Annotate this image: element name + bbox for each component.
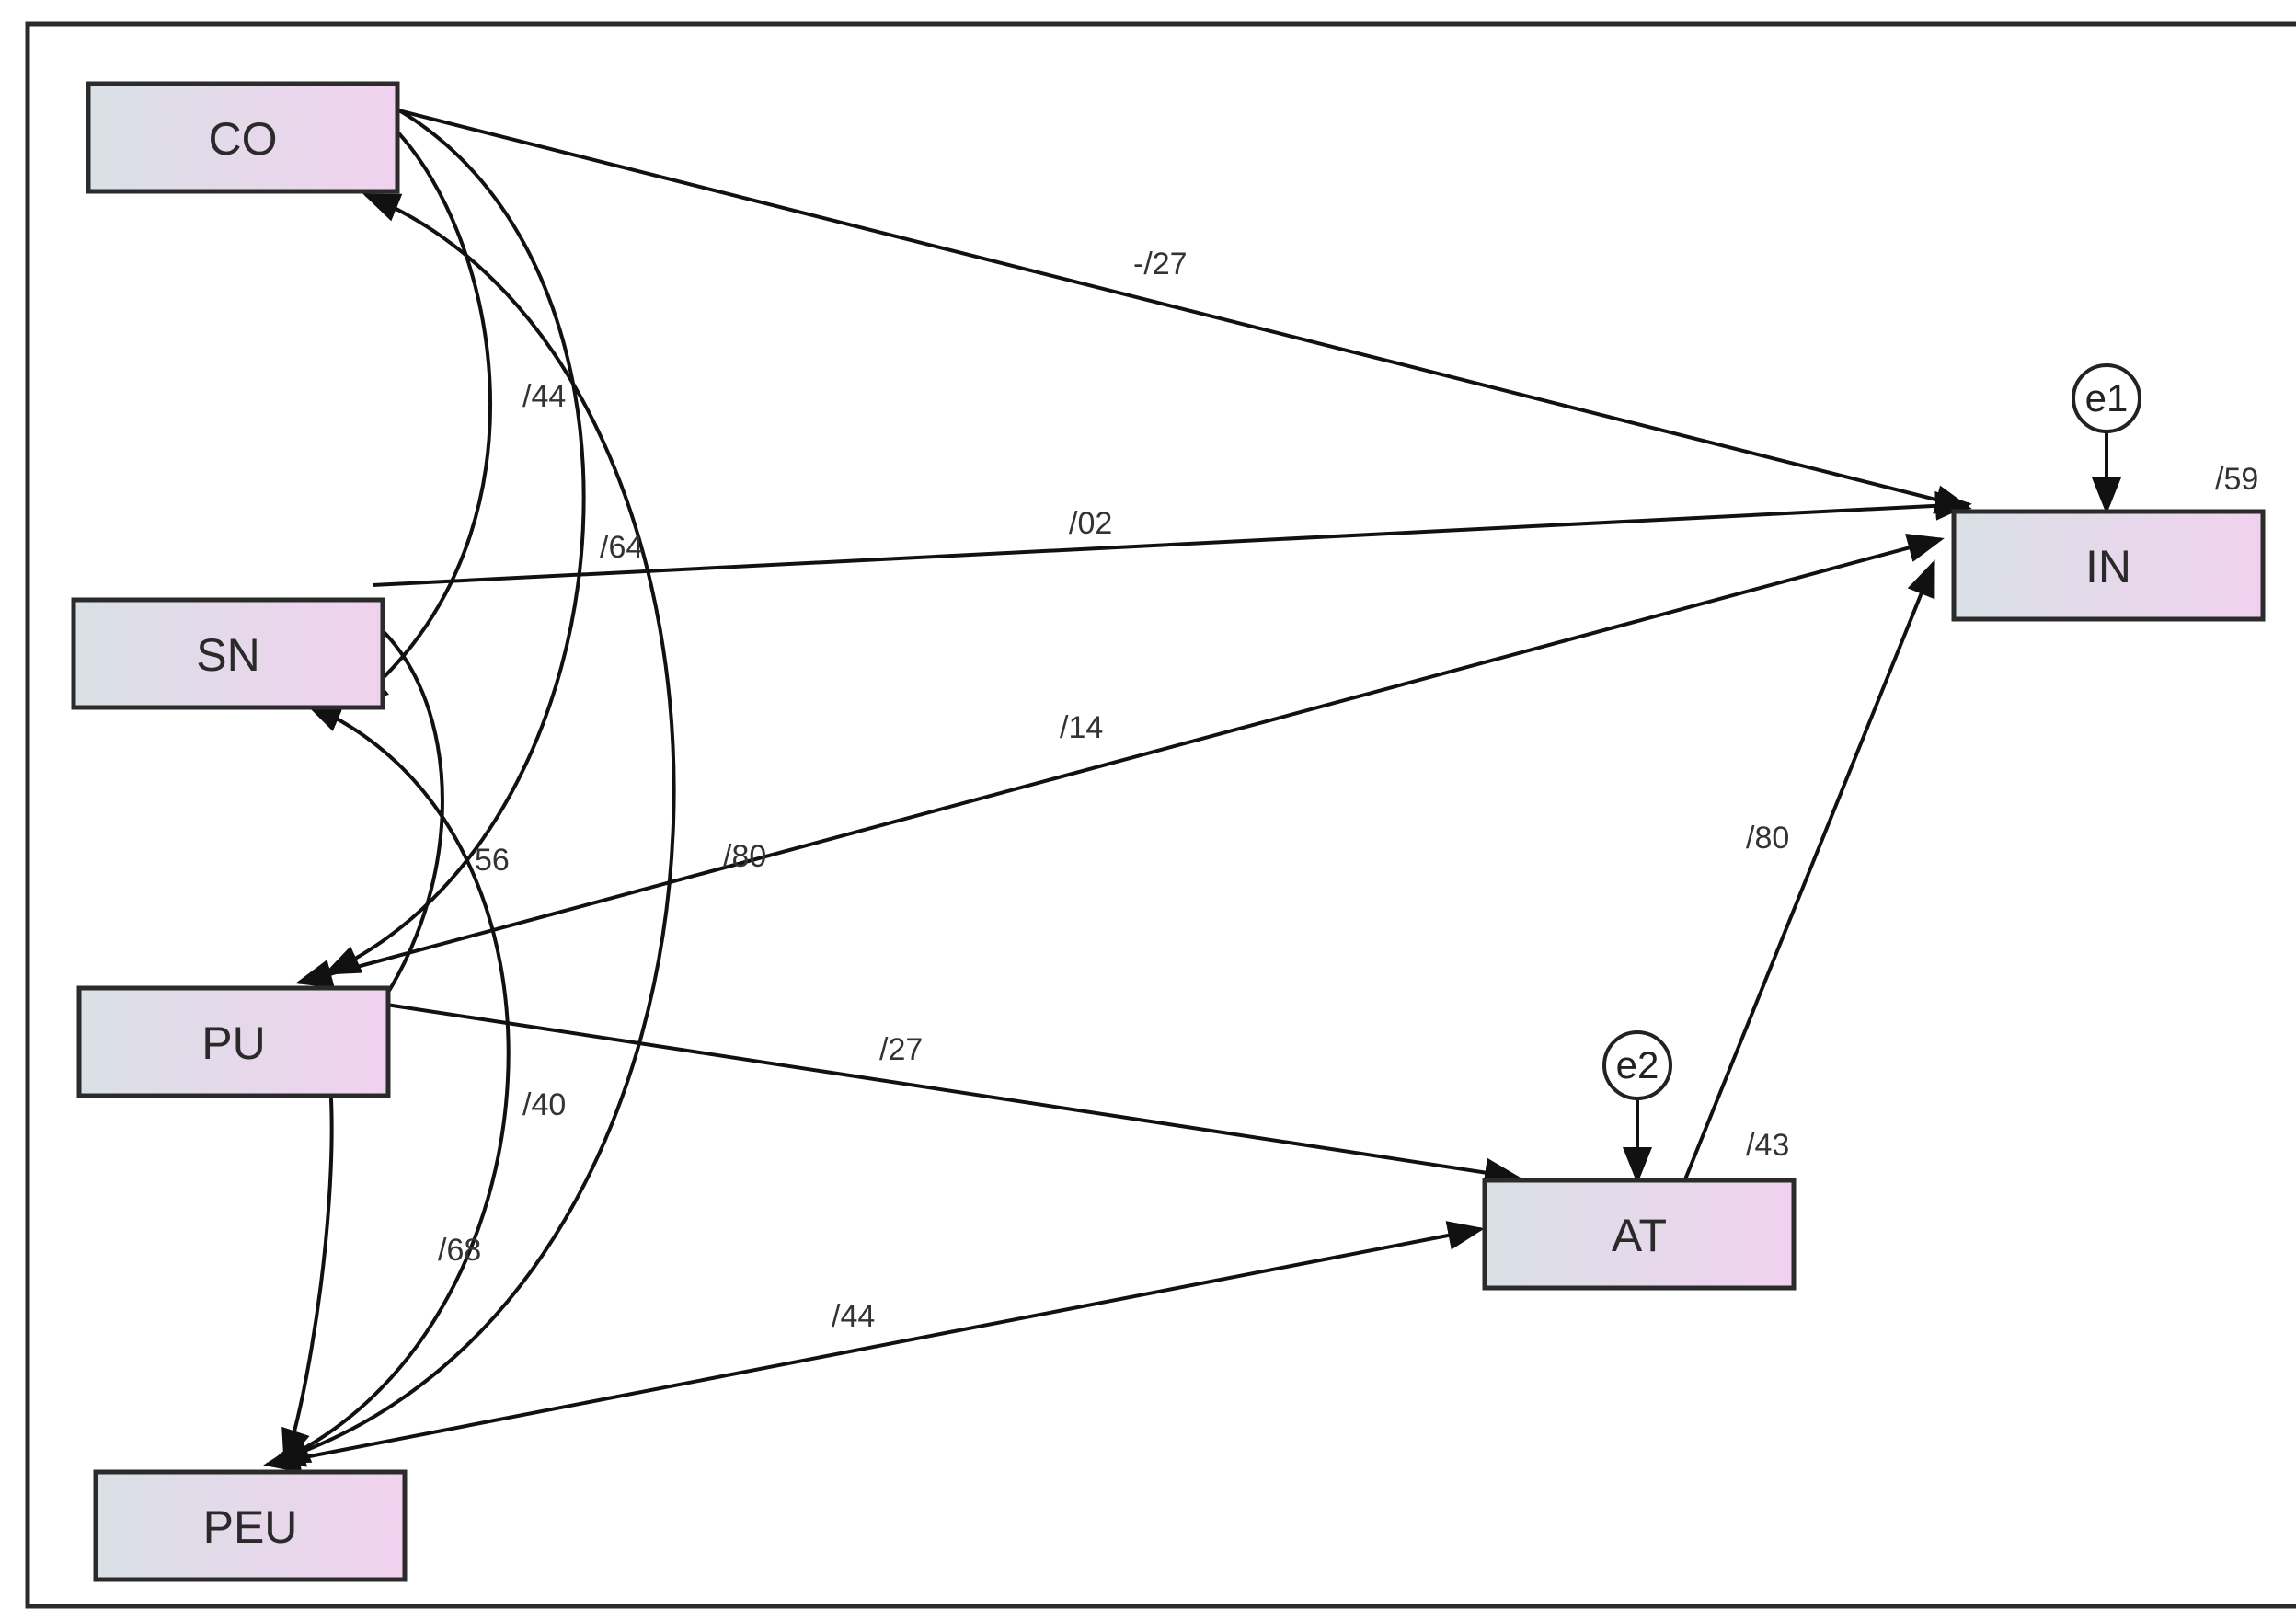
node-co: CO bbox=[86, 81, 400, 194]
label-at-in: /80 bbox=[1746, 821, 1789, 856]
label-sn-in: /02 bbox=[1069, 506, 1112, 541]
label-pu-peu: /68 bbox=[438, 1233, 481, 1268]
node-in: IN bbox=[1951, 509, 2266, 622]
path-co-in bbox=[390, 107, 1972, 514]
node-co-label: CO bbox=[209, 113, 278, 165]
label-co-in: -/27 bbox=[1133, 247, 1188, 282]
label-pu-in: /14 bbox=[1060, 710, 1103, 745]
label-peu-at: /44 bbox=[832, 1299, 875, 1334]
path-at-in bbox=[1683, 559, 1935, 1180]
node-peu: PEU bbox=[93, 1469, 408, 1582]
r2-in: /59 bbox=[2215, 462, 2258, 497]
label-sn-pu: 56 bbox=[475, 843, 510, 878]
path-pu-at bbox=[385, 1003, 1521, 1188]
node-at-label: AT bbox=[1612, 1210, 1667, 1261]
label-co-sn: /44 bbox=[522, 379, 566, 414]
label-co-pu: /64 bbox=[600, 530, 643, 565]
node-sn-label: SN bbox=[196, 629, 259, 681]
error-e1-label: e1 bbox=[2085, 376, 2129, 420]
label-pu-at: /27 bbox=[879, 1032, 923, 1067]
node-peu-label: PEU bbox=[203, 1501, 298, 1553]
label-sn-peu: /40 bbox=[522, 1087, 566, 1122]
node-at: AT bbox=[1482, 1178, 1797, 1291]
error-e1: e1 bbox=[2072, 363, 2141, 433]
r2-at: /43 bbox=[1746, 1128, 1789, 1163]
node-pu-label: PU bbox=[201, 1017, 265, 1069]
label-co-peu: /80 bbox=[723, 839, 766, 874]
error-e2: e2 bbox=[1602, 1030, 1672, 1100]
node-sn: SN bbox=[71, 597, 385, 710]
path-peu-at bbox=[263, 1221, 1485, 1473]
path-pu-in bbox=[295, 533, 1945, 989]
error-e2-label: e2 bbox=[1616, 1043, 1659, 1086]
node-in-label: IN bbox=[2085, 541, 2131, 592]
node-pu: PU bbox=[76, 985, 391, 1098]
